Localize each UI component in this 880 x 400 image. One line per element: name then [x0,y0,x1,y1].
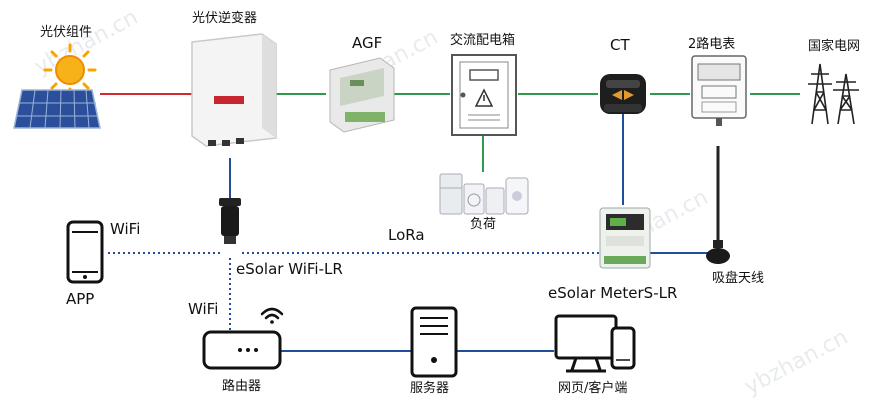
meter-s-lr-device-icon [599,207,651,269]
grid-label: 国家电网 [808,39,861,54]
load-appliances-icon [439,173,529,215]
suction-antenna-icon [706,146,730,264]
server-icon [410,306,458,378]
wifi-label-left: WiFi [110,220,141,238]
agf-label: AGF [352,34,383,52]
antenna-label: 吸盘天线 [712,271,765,286]
monitor-phone-icon [554,314,636,373]
energy-meter-icon [691,55,747,126]
ct-sensor-icon [600,74,646,114]
mobile-phone-icon [66,220,104,284]
solar-panel-icon [13,43,101,129]
app-label: APP [66,290,95,308]
server-label: 服务器 [410,381,450,396]
meter-label: 2路电表 [688,37,736,52]
web-client-label: 网页/客户端 [558,381,628,396]
wifi-signal-icon [260,307,284,324]
connections [100,93,800,352]
wifi-lr-dongle-icon [219,198,241,244]
wifi-lr-label: eSolar WiFi-LR [236,260,343,278]
wifi-label-bottom: WiFi [188,300,219,318]
power-grid-icon [808,63,859,125]
pv-module-label: 光伏组件 [40,25,93,40]
router-icon [202,307,284,370]
inverter-label: 光伏逆变器 [192,11,258,26]
inverter-icon [191,33,277,147]
ct-label: CT [610,36,630,54]
load-label: 负荷 [470,217,497,232]
ac-distribution-box-icon [451,54,517,136]
lora-label: LoRa [388,226,425,244]
agf-device-icon [329,57,395,133]
meters-lr-label: eSolar MeterS-LR [548,284,678,302]
sun-icon [43,43,97,97]
ac-box-label: 交流配电箱 [450,33,516,48]
router-label: 路由器 [222,379,262,394]
